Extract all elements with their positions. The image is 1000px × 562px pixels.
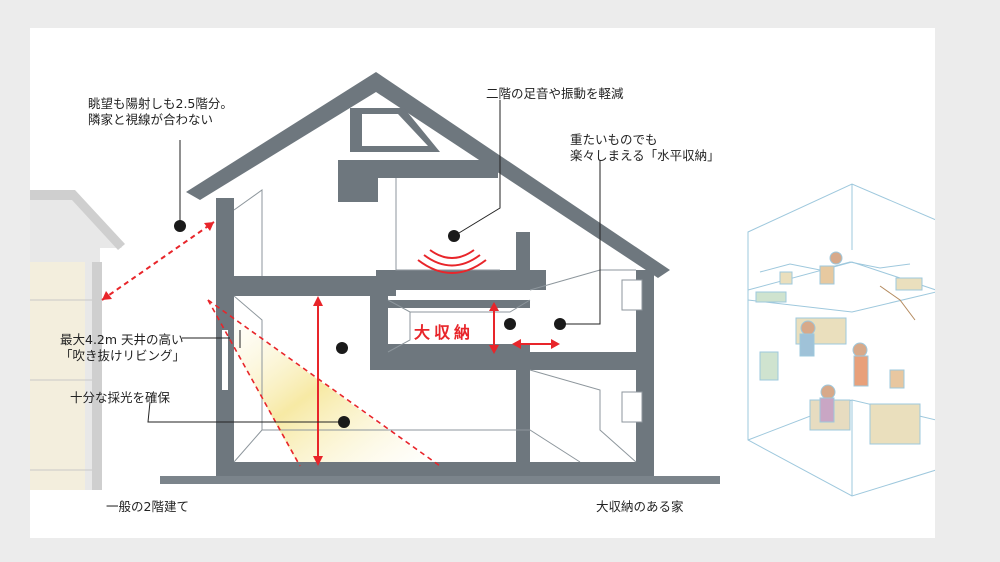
- label-footstep: 二階の足音や振動を軽減: [486, 86, 624, 102]
- diagram-canvas: 眺望も陽射しも2.5階分。 隣家と視線が合わない 二階の足音や振動を軽減 重たい…: [30, 28, 935, 538]
- label-ceiling-line2: 「吹き抜けリビング」: [60, 348, 186, 363]
- label-daylight-text: 十分な採光を確保: [70, 390, 171, 405]
- sound-wave-icon: [417, 249, 487, 274]
- interior-illustration: [747, 183, 935, 497]
- window-upper: [621, 279, 643, 311]
- sunlight-cone: [208, 300, 440, 468]
- sightline-arrow: [101, 221, 215, 301]
- caption-left-text: 一般の2階建て: [106, 499, 189, 514]
- sunlight-line-1: [207, 299, 301, 467]
- interior-lines: [233, 178, 637, 463]
- caption-right: 大収納のある家: [596, 499, 684, 515]
- window-lower: [621, 391, 643, 423]
- label-daylight: 十分な採光を確保: [70, 390, 170, 406]
- storage-arrows: [489, 302, 560, 354]
- neighbor-house: [30, 190, 125, 490]
- label-footstep-text: 二階の足音や振動を軽減: [486, 86, 624, 101]
- label-view-line1: 眺望も陽射しも2.5階分。: [88, 96, 233, 111]
- label-ceiling-line1: 最大4.2m 天井の高い: [60, 332, 184, 347]
- caption-left: 一般の2階建て: [106, 499, 189, 515]
- storage-room-text: 大収納: [414, 323, 475, 342]
- sunlight-line-2: [207, 299, 441, 467]
- house-section-diagram: [30, 72, 935, 497]
- label-heavy-line1: 重たいものでも: [570, 132, 658, 147]
- label-heavy-storage: 重たいものでも 楽々しまえる「水平収納」: [570, 132, 720, 164]
- storage-room-label: 大収納: [414, 319, 474, 343]
- house-structure: [160, 72, 720, 484]
- leader-lines: [147, 100, 601, 423]
- label-heavy-line2: 楽々しまえる「水平収納」: [570, 148, 720, 163]
- label-view: 眺望も陽射しも2.5階分。 隣家と視線が合わない: [88, 96, 233, 128]
- leader-dots: [174, 220, 566, 428]
- label-view-line2: 隣家と視線が合わない: [88, 112, 214, 127]
- label-ceiling: 最大4.2m 天井の高い 「吹き抜けリビング」: [60, 332, 185, 364]
- ceiling-height-arrow: [313, 296, 323, 466]
- caption-right-text: 大収納のある家: [596, 499, 684, 514]
